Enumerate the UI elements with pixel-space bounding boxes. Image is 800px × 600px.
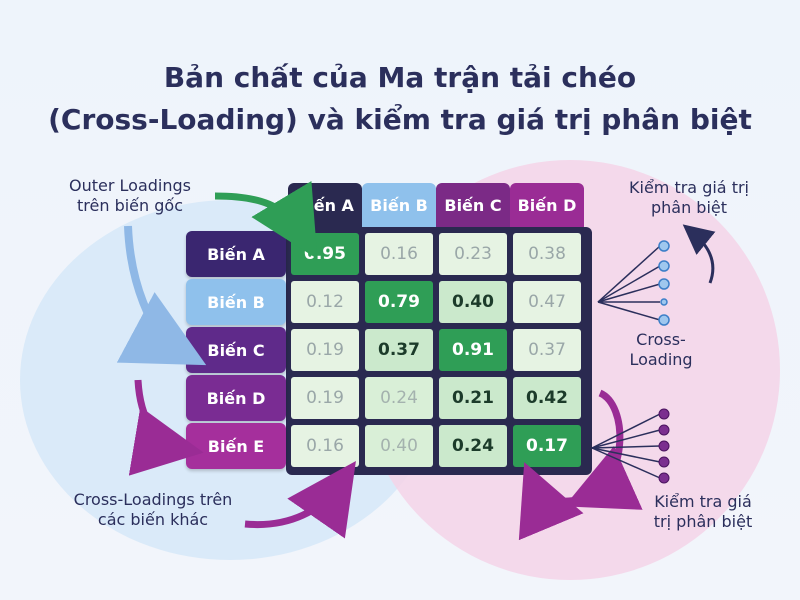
matrix-cell: 0.40 (365, 425, 433, 467)
cross-loadings-label: Cross-Loadings trên các biến khác (38, 490, 268, 530)
cross-loadings-line-2: các biến khác (97, 510, 209, 529)
arrow-blue-down (116, 225, 207, 366)
matrix-cell: 0.19 (291, 329, 359, 371)
matrix-cell: 0.21 (439, 377, 507, 419)
check-top-line-1: Kiểm tra giá trị (629, 178, 749, 197)
title-line-1: Bản chất của Ma trận tải chéo (163, 61, 637, 94)
matrix-cell: 0.24 (439, 425, 507, 467)
arrow-outer-loading (214, 180, 318, 260)
outer-loadings-label: Outer Loadings trên biến gốc (40, 176, 220, 216)
column-header-3: Biến C (436, 183, 510, 227)
matrix-cell: 0.42 (513, 377, 581, 419)
check-top-line-2: phân biệt (650, 198, 728, 217)
arrow-cross-loadings (244, 460, 356, 539)
cross-mid-line-1: Cross- (636, 330, 686, 349)
check-bottom-line-1: Kiểm tra giá (654, 492, 752, 511)
matrix-cell: 0.12 (291, 281, 359, 323)
matrix-cell: 0.24 (365, 377, 433, 419)
arrow-right-curve-2 (518, 462, 587, 541)
arrow-purple-down (128, 379, 204, 476)
matrix-cell: 0.79 (365, 281, 433, 323)
outer-loadings-line-2: trên biến gốc (77, 196, 183, 215)
matrix-cell: 0.91 (439, 329, 507, 371)
check-validity-bottom-label: Kiểm tra giá trị phân biệt (628, 492, 778, 532)
cross-loading-mid-label: Cross- Loading (606, 330, 716, 370)
check-bottom-line-2: trị phân biệt (653, 512, 753, 531)
node-dots-top (658, 240, 670, 326)
matrix-cell: 0.40 (439, 281, 507, 323)
matrix-cell: 0.37 (513, 329, 581, 371)
matrix-cell: 0.19 (291, 377, 359, 419)
matrix-cell: 0.38 (513, 233, 581, 275)
column-header-2: Biến B (362, 183, 436, 227)
matrix-cell: 0.37 (365, 329, 433, 371)
arrow-right-curve-1 (564, 389, 643, 510)
title-line-2: (Cross-Loading) và kiểm tra giá trị phân… (48, 103, 752, 136)
connector-lines-bottom (591, 413, 661, 479)
column-header-4: Biến D (510, 183, 584, 227)
arrow-top-right (682, 224, 716, 284)
matrix-cell: 0.16 (291, 425, 359, 467)
outer-loadings-line-1: Outer Loadings (69, 176, 191, 195)
cross-mid-line-2: Loading (629, 350, 693, 369)
cross-loadings-line-1: Cross-Loadings trên (73, 490, 233, 509)
matrix-cell: 0.16 (365, 233, 433, 275)
node-dots-bottom (658, 408, 670, 484)
matrix-cell: 0.47 (513, 281, 581, 323)
matrix-cell: 0.23 (439, 233, 507, 275)
check-validity-top-label: Kiểm tra giá trị phân biệt (604, 178, 774, 218)
connector-lines-top (597, 245, 661, 321)
